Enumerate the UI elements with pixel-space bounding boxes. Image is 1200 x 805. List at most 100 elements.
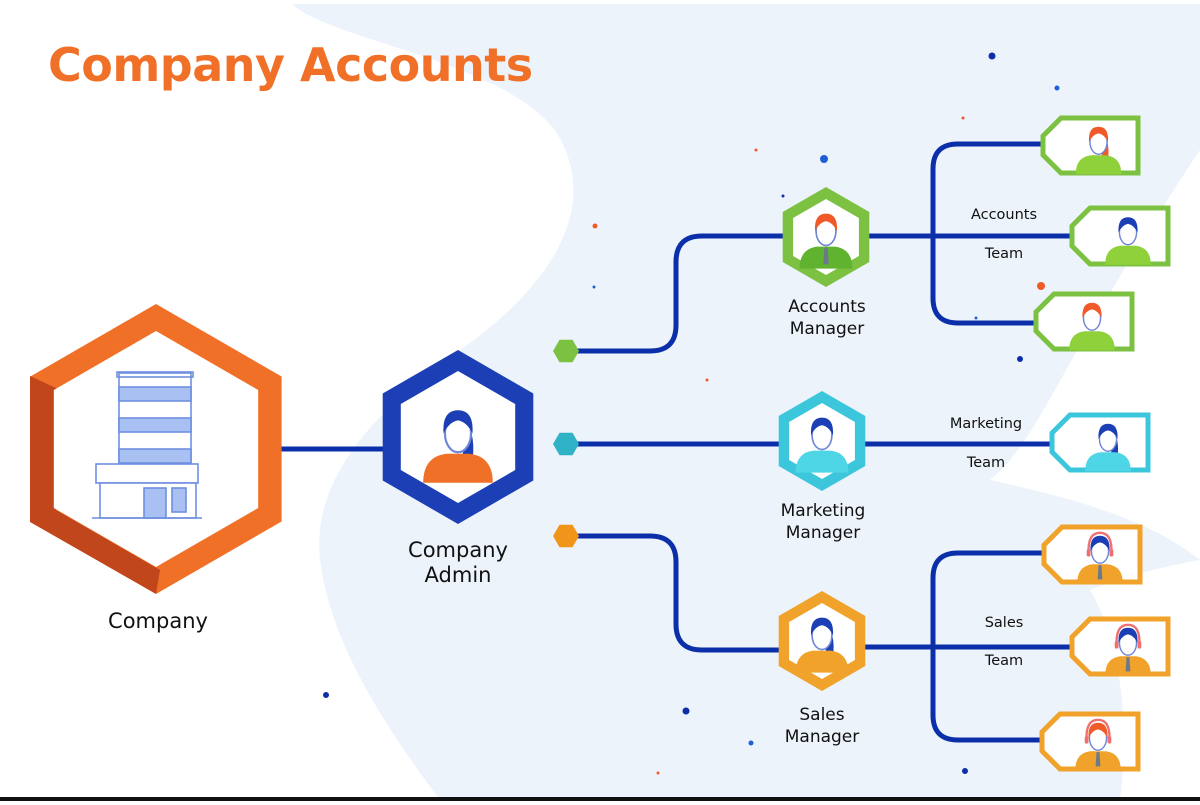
nodes <box>30 115 1171 772</box>
building-icon <box>92 371 202 519</box>
accounts-manager-line2: Manager <box>789 319 865 339</box>
decorative-dot <box>748 740 754 746</box>
company-label: Company <box>78 609 238 634</box>
decorative-dot <box>961 116 965 120</box>
admin-label-line1: Company <box>408 538 508 562</box>
sales-team-label-bottom: Team <box>984 653 1024 669</box>
headset-ear-right <box>1109 549 1114 557</box>
decorative-dot <box>988 52 996 60</box>
connector-admin-accounts <box>572 233 793 354</box>
decorative-dot <box>592 223 598 229</box>
decorative-dot <box>323 692 329 698</box>
decorative-dot <box>754 148 758 152</box>
marketing-woman-avatar-icon <box>1085 423 1131 472</box>
headset-ear-right <box>1137 641 1142 649</box>
headset-ear-right <box>1107 736 1112 744</box>
sales-headset-agent-icon <box>1105 623 1151 676</box>
shoulders <box>795 450 849 473</box>
hair <box>1088 722 1108 738</box>
building-window-band <box>118 448 192 464</box>
accounts-branch-start-hex <box>553 339 579 363</box>
decorative-dot <box>781 194 785 198</box>
shoulders <box>1075 155 1122 175</box>
accounts-manager-label: Accounts Manager <box>767 296 887 340</box>
hair <box>1082 302 1102 318</box>
marketing-team-label-bottom: Team <box>966 455 1006 471</box>
hair <box>810 417 834 436</box>
headset-band <box>1115 623 1141 645</box>
decorative-dot <box>682 707 690 715</box>
marketing-branch-start-hex <box>553 432 579 456</box>
building-window-band <box>118 417 192 433</box>
marketing-manager-line2: Manager <box>785 523 861 543</box>
headset-ear-left <box>1086 549 1091 557</box>
tie <box>823 247 829 265</box>
sales-manager-line1: Sales <box>799 705 845 725</box>
tie <box>1097 565 1103 580</box>
building-window-band <box>118 386 192 402</box>
decorative-dot <box>705 378 709 382</box>
shoulders <box>795 650 849 673</box>
decorative-dot <box>820 155 828 163</box>
connector-accounts-team-bracket <box>930 141 1048 326</box>
accounts-manager-line1: Accounts <box>788 297 866 317</box>
hair <box>1088 126 1109 142</box>
connectors <box>279 141 1083 743</box>
headset-ear-left <box>1084 736 1089 744</box>
accounts-team-label-bottom: Team <box>984 246 1024 262</box>
decorative-dot <box>974 316 978 320</box>
admin-label-line2: Admin <box>424 563 492 587</box>
hair <box>1118 217 1138 233</box>
marketing-manager-label: Marketing Manager <box>763 500 883 544</box>
sales-headset-agent-icon <box>1075 718 1121 771</box>
accounts-team-label-top: Accounts <box>970 207 1038 223</box>
building-canopy <box>95 463 199 484</box>
building-window <box>171 487 187 513</box>
hair <box>814 213 838 232</box>
accounts-woman-avatar-icon <box>1075 126 1122 175</box>
marketing-manager-line1: Marketing <box>780 501 866 521</box>
tie <box>1095 752 1101 767</box>
shoulders <box>1069 331 1115 351</box>
hair <box>1090 535 1110 551</box>
sales-branch-start-hex <box>553 524 579 548</box>
decorative-dot <box>656 771 660 775</box>
decorative-dot <box>1054 85 1060 91</box>
sales-manager-label: Sales Manager <box>762 704 882 748</box>
page-title: Company Accounts <box>48 38 533 92</box>
admin-woman-avatar-icon <box>423 410 493 483</box>
sales-manager-avatar-icon <box>795 617 849 673</box>
shoulders <box>423 453 493 483</box>
headset-band <box>1085 718 1111 740</box>
hair <box>810 617 834 636</box>
decorative-dots <box>323 52 1060 775</box>
accounts-manager-avatar-icon <box>799 213 853 269</box>
sales-team-label-top: Sales <box>984 615 1024 631</box>
decorative-dot <box>962 768 968 774</box>
sales-manager-line2: Manager <box>784 727 860 747</box>
bottom-border <box>0 797 1200 801</box>
hair <box>1118 627 1138 643</box>
decorative-dot <box>1017 356 1023 362</box>
accounts-man-avatar-icon <box>1069 302 1115 351</box>
company-hexagon-shadow <box>30 376 160 594</box>
shoulders <box>1085 452 1131 472</box>
building-door <box>143 487 167 519</box>
marketing-manager-avatar-icon <box>795 417 849 473</box>
admin-label: Company Admin <box>378 538 538 588</box>
connector-sales-team-bracket <box>930 550 1051 743</box>
building-roof <box>116 371 194 378</box>
marketing-team-label-top: Marketing <box>949 416 1023 432</box>
decorative-dot <box>1037 282 1045 290</box>
background-blob <box>292 4 1200 800</box>
decorative-dot <box>592 285 596 289</box>
accounts-man-avatar-icon <box>1105 217 1151 265</box>
company-label-text: Company <box>108 609 208 633</box>
hair <box>1098 423 1118 439</box>
sales-headset-agent-icon <box>1077 531 1123 584</box>
tie <box>1125 657 1131 672</box>
hair <box>443 410 473 434</box>
connector-admin-sales <box>572 533 793 653</box>
headset-band <box>1087 531 1113 553</box>
